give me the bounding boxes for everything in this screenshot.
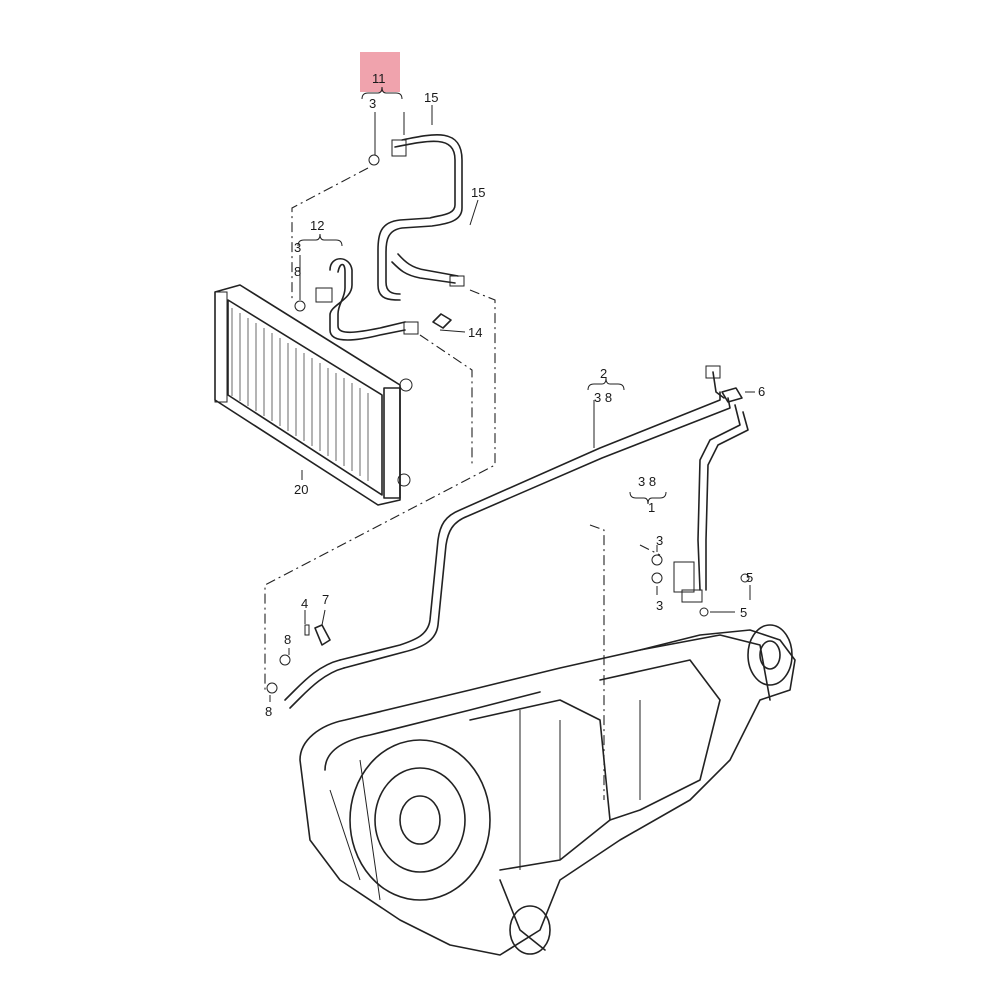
highlight-box bbox=[360, 52, 400, 92]
callout-braces bbox=[269, 86, 755, 702]
transmission bbox=[299, 624, 796, 956]
oil-cooler bbox=[214, 284, 413, 506]
label-3-left: 3 bbox=[294, 240, 301, 255]
label-1: 1 bbox=[648, 500, 655, 515]
cooler-lines bbox=[284, 365, 749, 709]
label-8-upper: 8 bbox=[294, 264, 301, 279]
upper-hose-assembly bbox=[294, 134, 465, 341]
fittings bbox=[266, 554, 750, 694]
label-3-right-upper: 3 bbox=[656, 533, 663, 548]
label-4: 4 bbox=[301, 596, 308, 611]
label-3-8-lower: 3 8 bbox=[638, 474, 656, 489]
label-15-top: 15 bbox=[424, 90, 438, 105]
callout-labels: 11 3 15 15 12 3 8 14 20 2 3 8 6 3 8 1 3 … bbox=[265, 71, 765, 719]
label-12: 12 bbox=[310, 218, 324, 233]
label-5-lower: 5 bbox=[740, 605, 747, 620]
label-3-8-upper: 3 8 bbox=[594, 390, 612, 405]
label-5-upper: 5 bbox=[746, 570, 753, 585]
label-11: 11 bbox=[372, 71, 386, 86]
label-3-right-lower: 3 bbox=[656, 598, 663, 613]
label-20: 20 bbox=[294, 482, 308, 497]
routing-lines bbox=[264, 167, 661, 800]
label-8-lower: 8 bbox=[265, 704, 272, 719]
label-3-top: 3 bbox=[369, 96, 376, 111]
label-8-middle: 8 bbox=[284, 632, 291, 647]
label-15-mid: 15 bbox=[471, 185, 485, 200]
label-14: 14 bbox=[468, 325, 482, 340]
label-2: 2 bbox=[600, 366, 607, 381]
label-6: 6 bbox=[758, 384, 765, 399]
label-7: 7 bbox=[322, 592, 329, 607]
